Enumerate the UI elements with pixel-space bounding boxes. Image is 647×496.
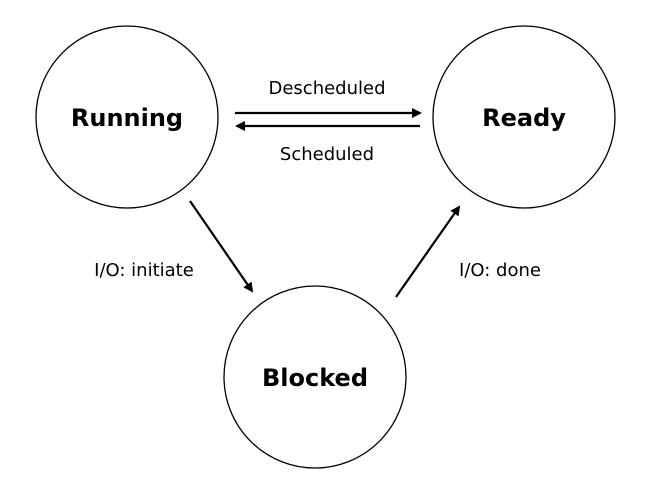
ready-circle (432, 25, 616, 209)
state-blocked: Blocked (223, 285, 407, 469)
state-running: Running (35, 25, 219, 209)
io-done-label: I/O: done (459, 260, 541, 281)
scheduled-label: Scheduled (280, 144, 374, 165)
running-label: Running (71, 104, 183, 132)
running-circle (35, 25, 219, 209)
state-ready: Ready (432, 25, 616, 209)
ready-label: Ready (482, 104, 566, 132)
blocked-circle (223, 285, 407, 469)
blocked-label: Blocked (262, 364, 368, 392)
io-done-arrow (395, 205, 461, 298)
io-initiate-label: I/O: initiate (94, 260, 194, 281)
io-initiate-arrow (189, 200, 254, 293)
descheduled-label: Descheduled (268, 78, 385, 99)
